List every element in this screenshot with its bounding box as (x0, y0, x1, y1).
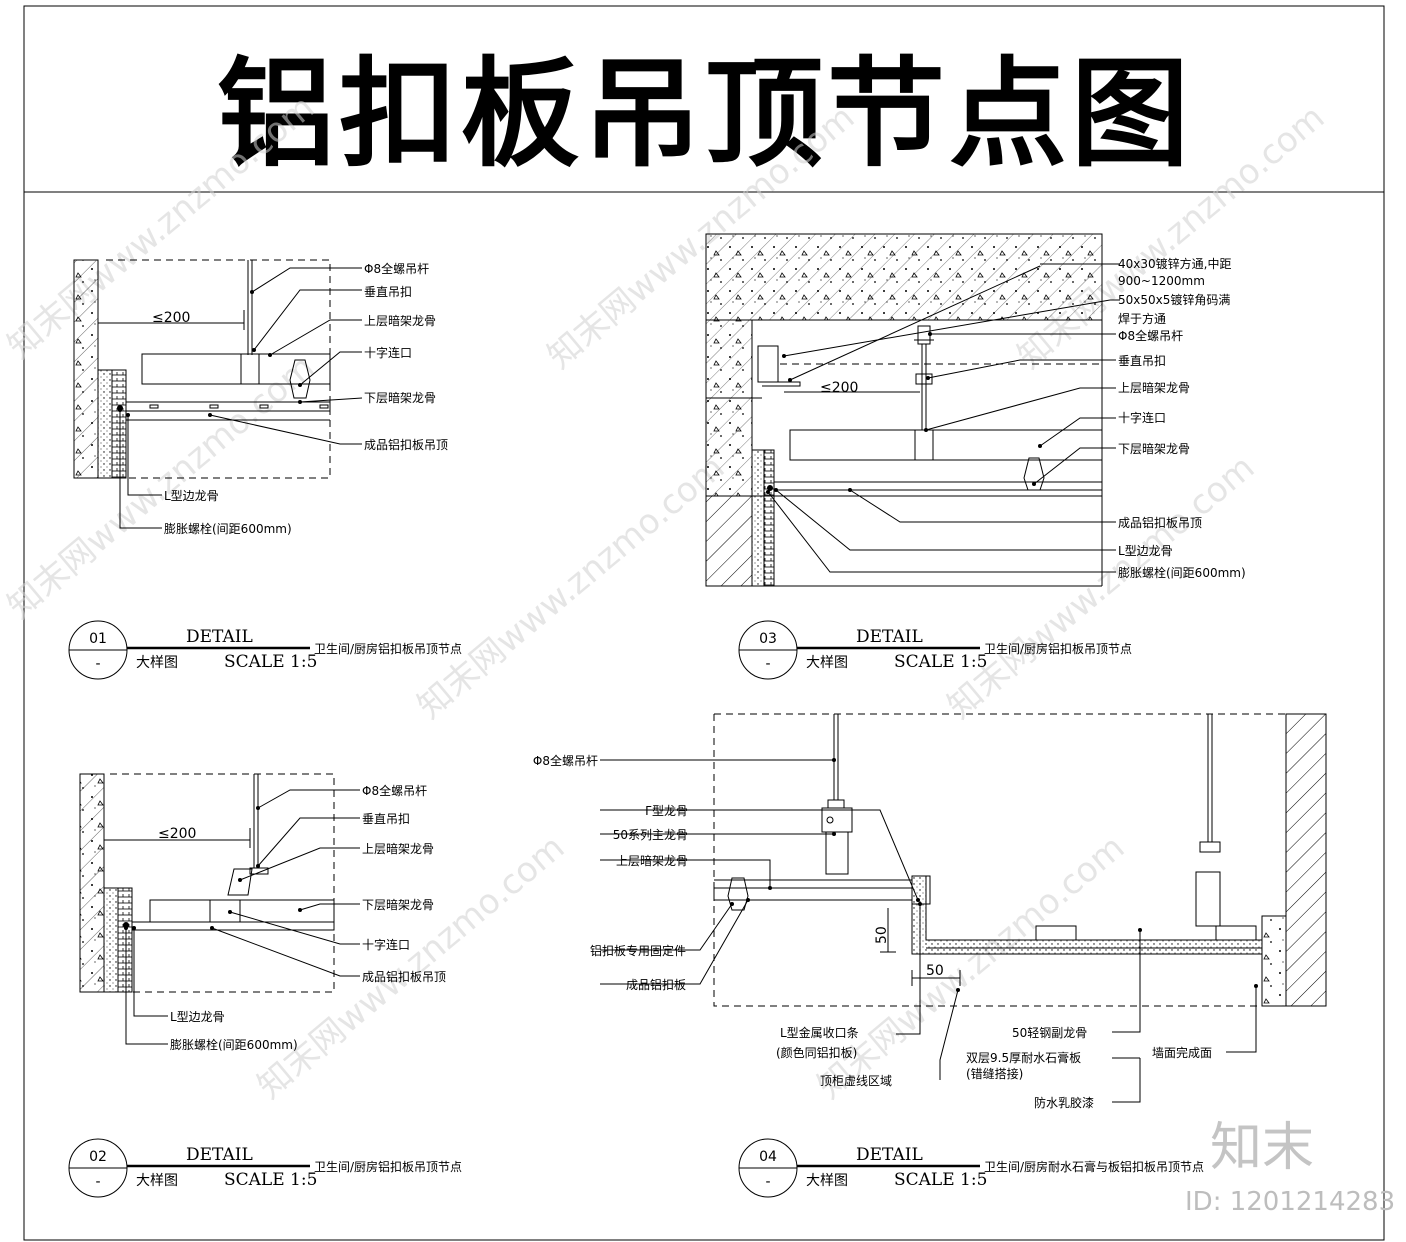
detail-03-drawing (705, 233, 1120, 587)
d03-detail-word: DETAIL (856, 627, 923, 647)
watermark-text: 知末网www.znzmo.com (410, 447, 732, 726)
d02-label: 十字连口 (362, 937, 410, 952)
d04-label: 墙面完成面 (1152, 1045, 1212, 1060)
d01-desc: 卫生间/厨房铝扣板吊顶节点 (314, 641, 462, 656)
detail-02-drawing (79, 773, 360, 1045)
image-id: ID: 1201214283 (1185, 1187, 1395, 1217)
d03-label: 下层暗架龙骨 (1118, 441, 1190, 456)
watermark-text: 知末网www.znzmo.com (0, 347, 322, 626)
d03-scale: SCALE 1:5 (894, 652, 987, 672)
d04-sub: - (765, 1174, 770, 1190)
sheet-border (23, 5, 1385, 1241)
d01-label: 成品铝扣板吊顶 (364, 437, 448, 452)
d04-dim-horizontal: 50 (926, 963, 944, 979)
brand-watermark: 知末 (1210, 1118, 1314, 1178)
d01-label: L型边龙骨 (164, 489, 219, 503)
d03-scale-label: 大样图 (806, 655, 848, 671)
d04-label: 上层暗架龙骨 (616, 853, 688, 868)
d01-label: 上层暗架龙骨 (364, 313, 436, 328)
d04-label: Φ8全螺吊杆 (533, 753, 598, 768)
d02-desc: 卫生间/厨房铝扣板吊顶节点 (314, 1159, 462, 1174)
d01-scale: SCALE 1:5 (224, 652, 317, 672)
d01-label: 垂直吊扣 (364, 285, 412, 299)
d04-label: (颜色同铝扣板) (776, 1045, 857, 1060)
d01-dim: ≤200 (152, 310, 190, 326)
d03-label: 900~1200mm (1118, 274, 1205, 288)
d04-label: 50系列主龙骨 (613, 828, 688, 842)
d02-scale-label: 大样图 (136, 1173, 178, 1189)
d04-label: L型金属收口条 (780, 1025, 859, 1040)
d04-label: 50轻钢副龙骨 (1012, 1026, 1087, 1040)
detail-03-tag (738, 620, 980, 680)
d03-sub: - (765, 656, 770, 672)
d01-num: 01 (89, 631, 107, 647)
d02-label: 垂直吊扣 (362, 812, 410, 826)
d02-detail-word: DETAIL (186, 1145, 253, 1165)
d04-desc: 卫生间/厨房耐水石膏与板铝扣板吊顶节点 (984, 1159, 1204, 1174)
d02-num: 02 (89, 1149, 107, 1165)
detail-04-tag (738, 1138, 980, 1198)
d03-label: 十字连口 (1118, 410, 1166, 425)
d01-label: Φ8全螺吊杆 (364, 261, 429, 276)
sheet-title: 铝扣板吊顶节点图 (217, 44, 1193, 183)
d04-scale: SCALE 1:5 (894, 1170, 987, 1190)
d04-dim-vertical: 50 (874, 926, 890, 944)
detail-04-drawing (600, 713, 1327, 1103)
d01-scale-label: 大样图 (136, 655, 178, 671)
d02-label: 下层暗架龙骨 (362, 897, 434, 912)
d04-scale-label: 大样图 (806, 1173, 848, 1189)
d01-label: 膨胀螺栓(间距600mm) (164, 521, 292, 536)
d03-label: 成品铝扣板吊顶 (1118, 515, 1202, 530)
d04-label: 双层9.5厚耐水石膏板 (966, 1050, 1081, 1065)
d04-label: 成品铝扣板 (626, 977, 686, 992)
d02-label: 成品铝扣板吊顶 (362, 969, 446, 984)
d03-dim: ≤200 (820, 380, 858, 396)
d03-label: 40x30镀锌方通,中距 (1118, 256, 1231, 271)
d04-detail-word: DETAIL (856, 1145, 923, 1165)
watermark-text: 知末网www.znzmo.com (940, 447, 1262, 726)
d04-label: 顶柜虚线区域 (820, 1074, 892, 1088)
d02-label: L型边龙骨 (170, 1010, 225, 1024)
detail-01-drawing (73, 259, 363, 529)
d01-detail-word: DETAIL (186, 627, 253, 647)
detail-02-tag (68, 1138, 310, 1198)
d01-label: 十字连口 (364, 345, 412, 360)
d03-label: L型边龙骨 (1118, 544, 1173, 558)
d04-label: 防水乳胶漆 (1034, 1095, 1094, 1110)
d03-num: 03 (759, 631, 777, 647)
d04-num: 04 (759, 1149, 777, 1165)
d01-label: 下层暗架龙骨 (364, 390, 436, 405)
d03-label: 垂直吊扣 (1118, 354, 1166, 368)
d03-desc: 卫生间/厨房铝扣板吊顶节点 (984, 641, 1132, 656)
watermark-text: 知末网www.znzmo.com (250, 827, 572, 1106)
d02-dim: ≤200 (158, 826, 196, 842)
d04-label: F型龙骨 (645, 804, 688, 818)
d02-scale: SCALE 1:5 (224, 1170, 317, 1190)
d02-label: 膨胀螺栓(间距600mm) (170, 1037, 298, 1052)
d03-label: 焊于方通 (1118, 311, 1166, 326)
detail-01-tag (68, 620, 310, 680)
d02-label: 上层暗架龙骨 (362, 841, 434, 856)
d03-label: 50x50x5镀锌角码满 (1118, 293, 1230, 307)
d02-label: Φ8全螺吊杆 (362, 783, 427, 798)
d04-label: 铝扣板专用固定件 (590, 943, 686, 958)
d04-label: (错缝搭接) (966, 1066, 1023, 1081)
d03-label: 膨胀螺栓(间距600mm) (1118, 565, 1246, 580)
d01-sub: - (95, 656, 100, 672)
d03-label: Φ8全螺吊杆 (1118, 328, 1183, 343)
d03-label: 上层暗架龙骨 (1118, 380, 1190, 395)
d02-sub: - (95, 1174, 100, 1190)
